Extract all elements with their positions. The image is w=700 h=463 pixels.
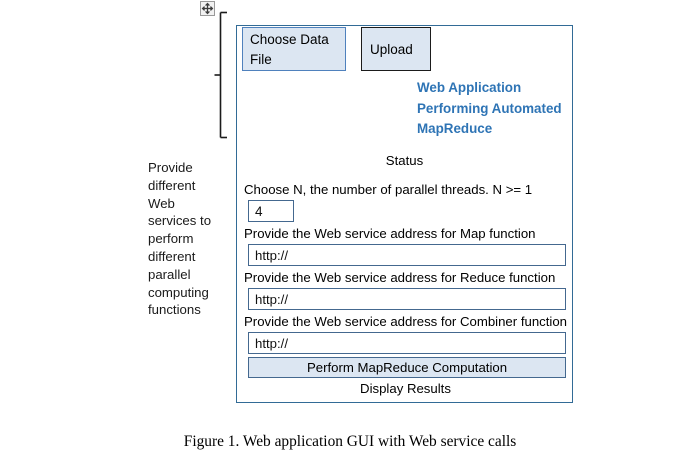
reduce-service-label: Provide the Web service address for Redu… bbox=[244, 270, 556, 285]
app-window-frame: Choose Data File Upload Web Application … bbox=[236, 25, 573, 403]
figure-caption: Figure 1. Web application GUI with Web s… bbox=[183, 433, 517, 450]
threads-label: Choose N, the number of parallel threads… bbox=[244, 182, 533, 197]
map-service-label: Provide the Web service address for Map … bbox=[244, 226, 536, 241]
reduce-service-input[interactable] bbox=[248, 288, 566, 310]
annotation-bracket-icon bbox=[214, 11, 227, 139]
move-cross-icon bbox=[201, 2, 214, 15]
choose-data-file-button[interactable]: Choose Data File bbox=[242, 27, 346, 71]
combiner-service-label: Provide the Web service address for Comb… bbox=[244, 314, 568, 329]
upload-button[interactable]: Upload bbox=[361, 27, 431, 71]
app-heading: Web Application Performing Automated Map… bbox=[417, 80, 562, 136]
display-results-label: Display Results bbox=[360, 381, 451, 396]
status-label: Status bbox=[385, 153, 424, 168]
perform-mapreduce-button[interactable]: Perform MapReduce Computation bbox=[248, 357, 566, 378]
side-annotation-text: Provide different Web services to perfor… bbox=[148, 160, 212, 318]
combiner-service-input[interactable] bbox=[248, 332, 566, 354]
threads-input[interactable] bbox=[248, 200, 294, 222]
map-service-input[interactable] bbox=[248, 244, 566, 266]
mapreduce-form: Choose N, the number of parallel threads… bbox=[244, 181, 567, 396]
move-handle[interactable] bbox=[200, 1, 215, 16]
